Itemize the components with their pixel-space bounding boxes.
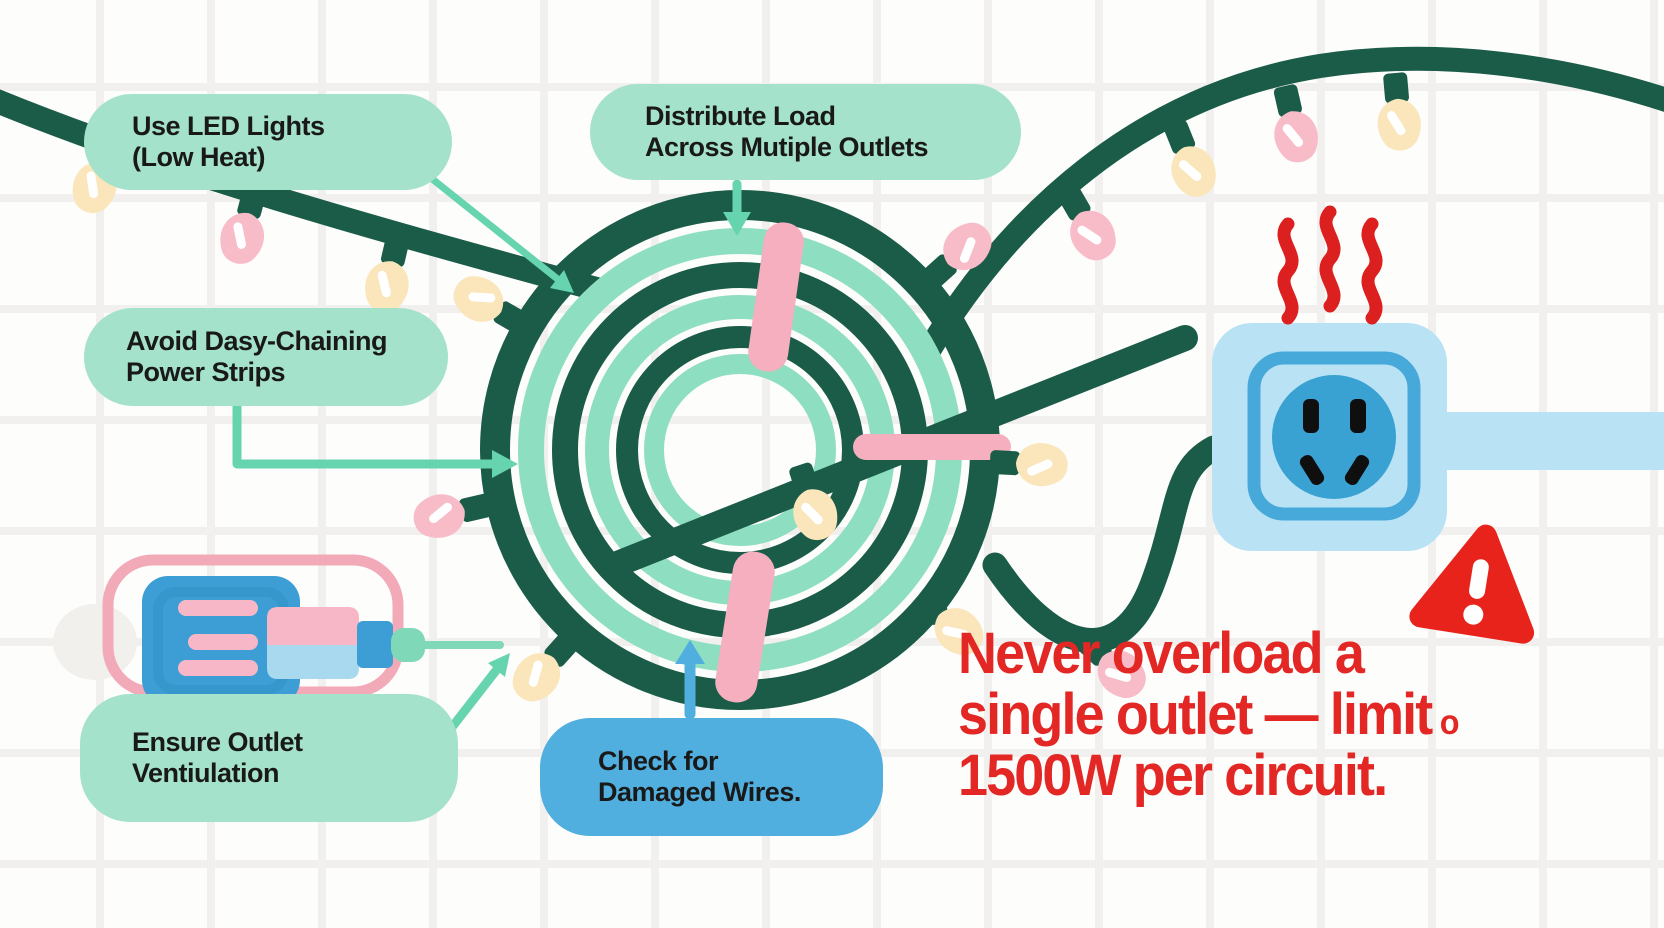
callout-ensure-ventilation: Ensure Outlet Ventiulation — [80, 694, 458, 822]
string-light-bulb — [1264, 81, 1324, 166]
outlet-socket-circle — [1272, 375, 1396, 499]
outlet-slot — [1303, 399, 1319, 433]
headline-line2-suffix: o — [1439, 702, 1460, 742]
callout-text: Distribute Load — [645, 100, 836, 131]
callout-text: Check for — [598, 745, 719, 776]
callout-text: Use LED Lights — [132, 110, 325, 141]
outlet-slot — [1350, 399, 1366, 433]
headline-line: 1500W per circuit. — [958, 742, 1388, 808]
tape-strip-right — [853, 434, 1011, 460]
tape-strip-top — [748, 222, 804, 372]
callout-use-led: Use LED Lights (Low Heat) — [84, 94, 452, 190]
string-light-bulb — [409, 484, 494, 544]
callout-text: Power Strips — [126, 357, 286, 387]
arrow-avoid — [232, 401, 518, 478]
wire-to-outlet — [982, 435, 1227, 653]
string-light-bulb — [1373, 71, 1423, 152]
left-light-string — [0, 89, 612, 317]
arrow-check — [675, 640, 705, 720]
callout-check-wires: Check for Damaged Wires. — [540, 718, 883, 836]
callout-text: (Low Heat) — [132, 142, 266, 172]
tape-strip-bottom — [715, 551, 775, 703]
callout-text: Avoid Dasy-Chaining — [126, 325, 388, 356]
callout-text: Ventiulation — [132, 758, 280, 788]
callout-distribute-load: Distribute Load Across Mutiple Outlets — [590, 84, 1021, 180]
headline-line: Never overload a — [958, 621, 1365, 686]
outlet-slot — [1299, 454, 1325, 486]
callout-text: Ensure Outlet — [132, 726, 303, 757]
outlet-slot — [1344, 454, 1370, 486]
callout-avoid-daisy-chaining: Avoid Dasy-Chaining Power Strips — [84, 308, 448, 406]
warning-triangle-icon — [1409, 524, 1535, 644]
wall-plate-bar — [1430, 412, 1664, 470]
callout-text: Damaged Wires. — [598, 777, 801, 807]
right-light-string — [916, 46, 1664, 364]
power-plug-illustration — [53, 554, 504, 706]
callout-text: Across Mutiple Outlets — [645, 132, 929, 162]
heat-waves-icon — [1277, 205, 1383, 325]
arrow-distribute — [723, 179, 751, 236]
outlet-illustration — [1212, 323, 1664, 551]
